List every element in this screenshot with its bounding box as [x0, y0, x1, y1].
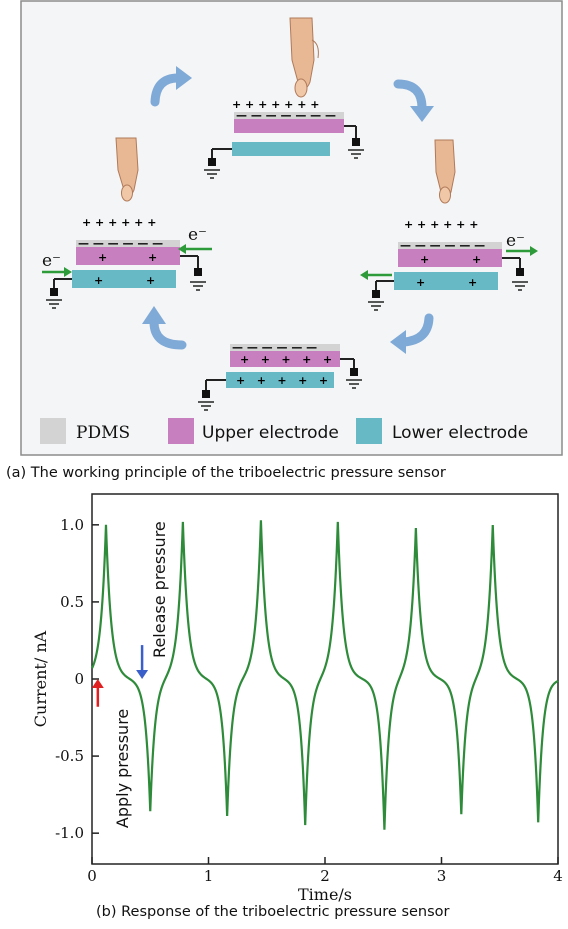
x-axis-title: Time/s [298, 885, 352, 904]
release-pressure-arrow-icon [136, 645, 149, 679]
x-tick-label: 0 [87, 867, 97, 885]
y-tick-label: -1.0 [55, 824, 84, 842]
cycle-arrowhead-bottom-left [142, 306, 166, 324]
svg-text:— — — — — —: — — — — — — [400, 239, 485, 252]
cycle-arrow-bottom-left [149, 317, 187, 350]
x-tick-label: 1 [204, 867, 214, 885]
cycle-arrows [142, 66, 434, 354]
y-tick-label: 0 [74, 670, 84, 688]
legend: PDMS Upper electrode Lower electrode [40, 418, 528, 444]
current-series-line [91, 520, 559, 830]
finger-top-icon [289, 17, 319, 98]
charges-minus-top: — — — — — — — [236, 109, 336, 122]
cycle-arrowhead-bottom-right [390, 330, 406, 354]
axis-ticks [91, 524, 559, 864]
x-tick-label: 4 [553, 867, 563, 885]
legend-swatch-upper-electrode [168, 418, 194, 444]
caption-panel-b: (b) Response of the triboelectric pressu… [96, 904, 450, 920]
working-principle-diagram: + + + + + + + — — — — — — — + + + + + + … [20, 0, 563, 456]
y-tick-label: 1.0 [60, 516, 84, 534]
svg-text:+ + + + + +: + + + + + + [404, 218, 478, 231]
legend-label-pdms: PDMS [76, 423, 130, 443]
release-pressure-label: Release pressure [150, 521, 169, 658]
svg-text:+: + [98, 251, 107, 264]
legend-label-lower-electrode: Lower electrode [392, 423, 528, 443]
legend-label-upper-electrode: Upper electrode [202, 423, 339, 443]
state-left: + + + + + + — — — — — — + + + + e⁻ e⁻ [42, 216, 212, 309]
caption-panel-a: (a) The working principle of the triboel… [6, 465, 446, 481]
state-right: + + + + + + — — — — — — + + + + e⁻ [360, 218, 538, 311]
apply-pressure-arrow-icon [91, 679, 104, 707]
state-top: + + + + + + + — — — — — — — [204, 98, 364, 179]
upper-electrode [234, 119, 344, 133]
electron-label-left-upper: e⁻ [188, 225, 207, 245]
y-tick-label: -0.5 [55, 747, 84, 765]
svg-text:+ + + + +: + + + + + [240, 353, 332, 366]
svg-text:— — — — — —: — — — — — — [232, 341, 317, 354]
cycle-arrow-top-left [150, 73, 183, 107]
finger-left-icon [115, 137, 139, 202]
axis-tick-labels: 0 1 2 3 4 1.0 0.5 0 -0.5 -1.0 [55, 516, 563, 885]
svg-text:— — — — — —: — — — — — — [78, 237, 163, 250]
svg-text:+: + [146, 274, 155, 287]
electron-label-left-lower: e⁻ [42, 251, 61, 271]
state-bottom: — — — — — — + + + + + + + + + + [198, 341, 362, 411]
svg-text:+: + [94, 274, 103, 287]
electron-label-right: e⁻ [506, 231, 525, 251]
legend-swatch-pdms [40, 418, 66, 444]
cycle-arrow-bottom-right [399, 313, 434, 347]
lower-electrode [232, 142, 330, 156]
svg-text:+: + [148, 251, 157, 264]
svg-text:+: + [420, 253, 429, 266]
legend-swatch-lower-electrode [356, 418, 382, 444]
svg-text:+: + [472, 253, 481, 266]
svg-text:+ + + + +: + + + + + [236, 374, 328, 387]
y-axis-title: Current/ nA [31, 630, 50, 727]
x-tick-label: 3 [437, 867, 447, 885]
cycle-arrow-top-right [393, 79, 427, 113]
finger-right-icon [434, 139, 456, 204]
x-tick-label: 2 [320, 867, 330, 885]
svg-text:+: + [468, 276, 477, 289]
charges-plus-top: + + + + + + + [232, 98, 320, 111]
cycle-arrowhead-top-right [410, 106, 434, 122]
pdms-layer [234, 112, 344, 119]
y-tick-label: 0.5 [60, 593, 84, 611]
charges-plus-left: + + + + + + [82, 216, 156, 229]
cycle-arrowhead-top-left [176, 66, 192, 90]
apply-pressure-label: Apply pressure [113, 709, 132, 828]
svg-text:+: + [416, 276, 425, 289]
